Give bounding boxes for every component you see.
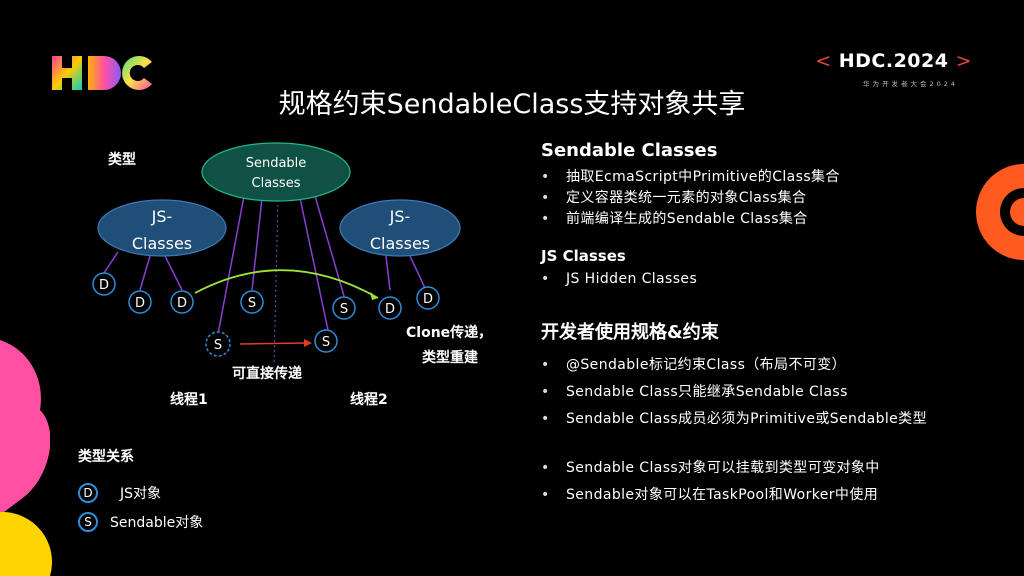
thread1-label: 线程1 xyxy=(170,391,208,408)
js-right-line2: Classes xyxy=(370,234,430,253)
d-node xyxy=(128,290,152,314)
d-node xyxy=(378,296,402,320)
js-classes-left-node xyxy=(97,199,227,257)
spec-list: @Sendable标记约束Class（布局不可变） Sendable Class… xyxy=(541,352,1001,433)
sendable-diagram: Sendable Classes JS- Classes JS- Classes… xyxy=(92,142,492,408)
badge-open-bracket: < xyxy=(815,50,832,72)
js-right-line1: JS- xyxy=(389,207,411,226)
sendable-classes-node xyxy=(201,142,351,202)
s-node-label: S xyxy=(322,335,330,350)
list-item: Sendable对象可以在TaskPool和Worker中使用 xyxy=(541,482,1001,509)
legend-d-symbol: D xyxy=(78,482,98,503)
js-classes-right-node xyxy=(339,199,461,257)
legend: 类型关系 D JS对象 S Sendable对象 xyxy=(78,446,203,536)
legend-sendable-label: Sendable对象 xyxy=(110,514,204,531)
d-node xyxy=(416,286,440,310)
js-classes-list: JS Hidden Classes xyxy=(541,269,1001,290)
badge-subtitle: 华为开发者大会2024 xyxy=(862,80,958,88)
direct-arrow xyxy=(239,342,307,345)
sendable-classes-heading: Sendable Classes xyxy=(541,140,718,161)
right-panel: Sendable Classes 抽取EcmaScript中Primitive的… xyxy=(541,140,1001,509)
list-item: 前端编译生成的Sendable Class集合 xyxy=(541,209,1001,230)
sendable-node-line2: Classes xyxy=(252,176,301,191)
js-classes-heading: JS Classes xyxy=(541,247,626,265)
legend-title: 类型关系 xyxy=(78,449,134,465)
s-node xyxy=(332,296,356,320)
d-node xyxy=(170,290,194,314)
usage-list: Sendable Class对象可以挂载到类型可变对象中 Sendable对象可… xyxy=(541,455,1001,509)
list-item: Sendable Class成员必须为Primitive或Sendable类型 xyxy=(541,406,1001,433)
d-node-label: D xyxy=(99,278,109,293)
legend-item-js: D JS对象 xyxy=(78,478,203,507)
list-item: 定义容器类统一元素的对象Class集合 xyxy=(541,188,1001,209)
s-node-label: S xyxy=(248,296,256,311)
d-node-label: D xyxy=(177,296,187,311)
d-node-label: D xyxy=(423,292,433,307)
clone-arc-head xyxy=(370,292,378,300)
sendable-node-line1: Sendable xyxy=(246,156,307,171)
d-node-label: D xyxy=(135,296,145,311)
s-node xyxy=(314,329,338,353)
list-item: JS Hidden Classes xyxy=(541,269,1001,290)
list-item: @Sendable标记约束Class（布局不可变） xyxy=(541,352,1001,379)
s-node-source xyxy=(205,331,231,357)
legend-s-symbol: S xyxy=(78,511,98,532)
clone-label-line2: 类型重建 xyxy=(422,349,478,366)
slide-title: 规格约束SendableClass支持对象共享 xyxy=(278,89,746,120)
s-node xyxy=(240,290,264,314)
legend-js-label: JS对象 xyxy=(120,485,162,502)
spec-heading: 开发者使用规格&约束 xyxy=(541,322,719,343)
s-node-label: S xyxy=(214,338,222,353)
js-left-line1: JS- xyxy=(151,207,173,226)
clone-arc xyxy=(194,269,379,299)
list-item: Sendable Class只能继承Sendable Class xyxy=(541,379,1001,406)
yellow-decoration xyxy=(0,512,52,576)
list-item: 抽取EcmaScript中Primitive的Class集合 xyxy=(541,167,1001,188)
js-left-line2: Classes xyxy=(132,234,192,253)
pink-decoration xyxy=(0,340,50,515)
direct-label: 可直接传递 xyxy=(232,365,302,382)
badge-name: HDC.2024 xyxy=(838,50,949,72)
thread-separator xyxy=(273,199,279,366)
list-item: Sendable Class对象可以挂载到类型可变对象中 xyxy=(541,455,1001,482)
badge-close-bracket: > xyxy=(955,50,972,72)
d-node-label: D xyxy=(385,302,395,317)
hdc-logo xyxy=(52,56,152,90)
direct-arrow-head xyxy=(304,339,312,347)
d-node xyxy=(92,272,116,296)
clone-label-line1: Clone传递， xyxy=(406,324,492,341)
type-label: 类型 xyxy=(108,151,136,168)
s-node-label: S xyxy=(340,302,348,317)
sendable-classes-list: 抽取EcmaScript中Primitive的Class集合 定义容器类统一元素… xyxy=(541,167,1001,230)
thread2-label: 线程2 xyxy=(350,391,388,408)
event-badge: < HDC.2024 > xyxy=(815,50,972,72)
legend-item-sendable: S Sendable对象 xyxy=(78,507,203,536)
